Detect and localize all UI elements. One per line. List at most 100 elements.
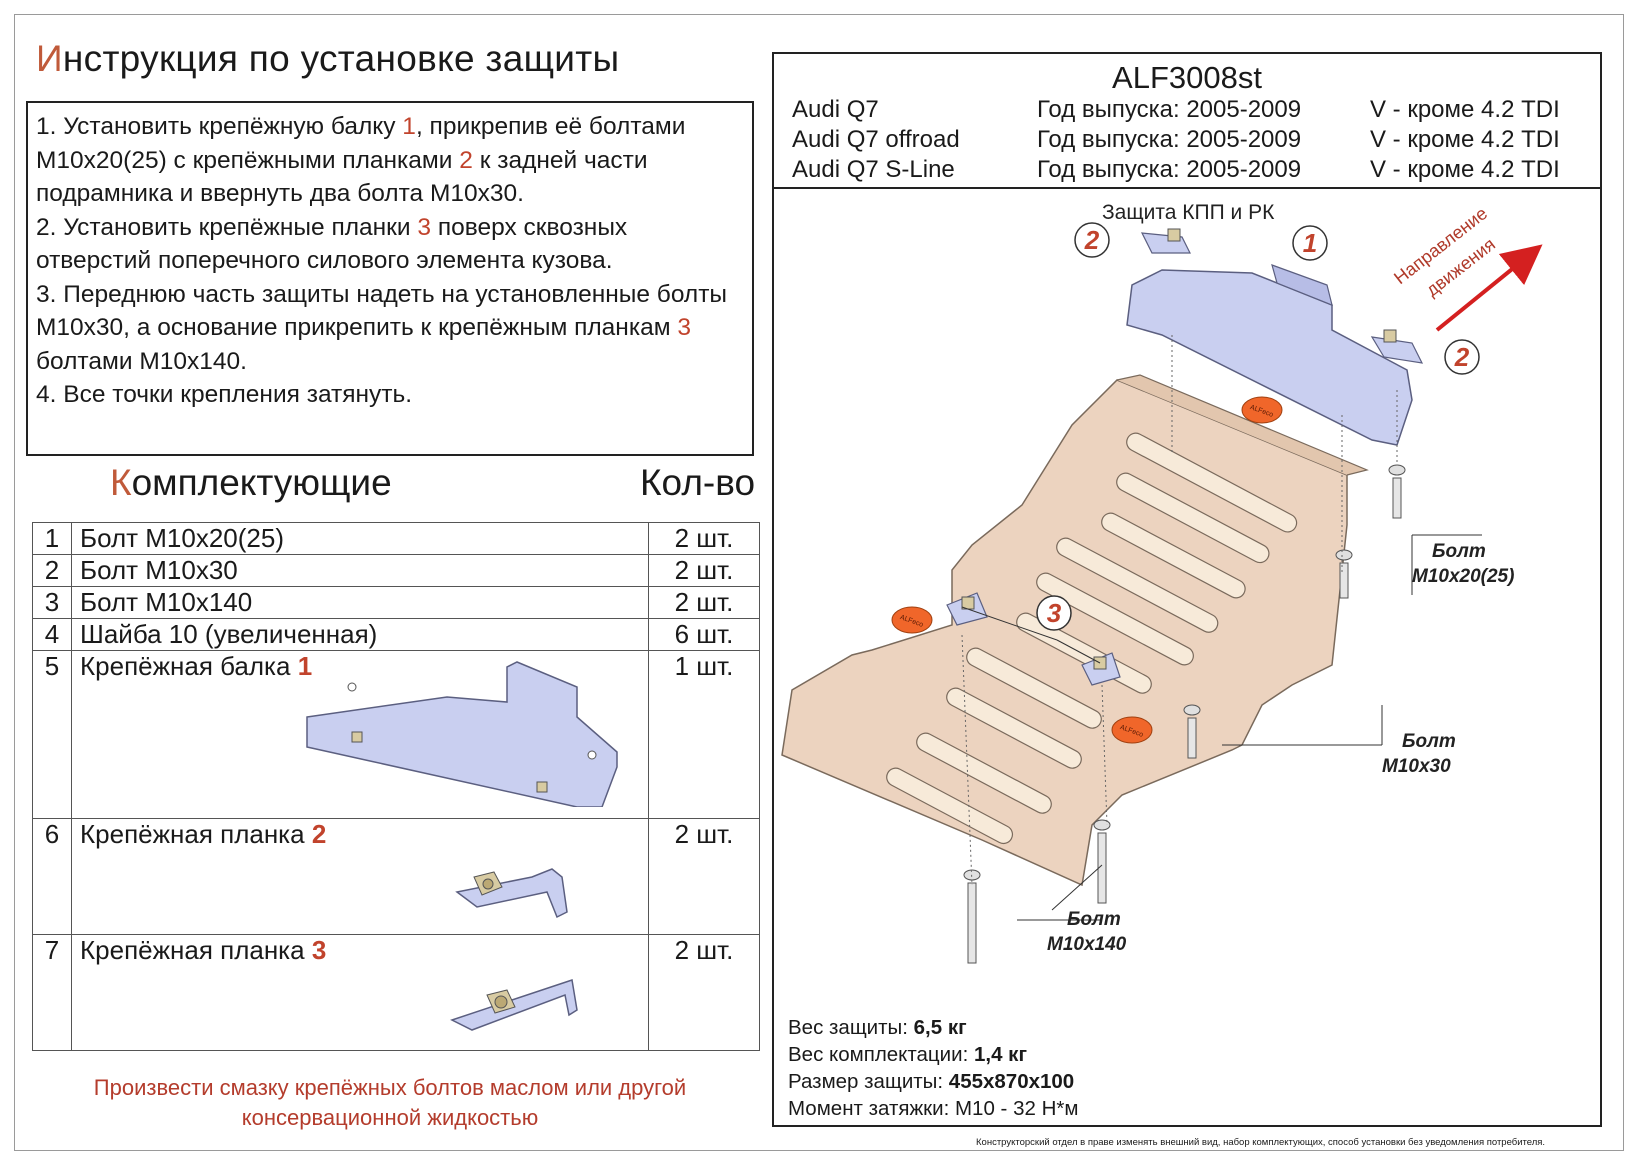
row-name: Крепёжная планка 3 <box>71 934 649 1051</box>
spec-label: Размер защиты: <box>788 1070 949 1093</box>
instruction-text: 4. Все точки крепления затянуть. <box>36 381 413 408</box>
washer <box>1183 704 1201 716</box>
mount-plate-3-b <box>1081 652 1121 686</box>
part-reference: 3 <box>311 935 327 965</box>
vent-slot <box>886 767 1014 845</box>
callout-circle <box>1292 225 1328 261</box>
instruction-text: 3. Переднюю часть защиты надеть на устан… <box>36 280 728 342</box>
mount-plate-2-b-nut <box>1383 329 1397 343</box>
vehicle-row: Audi Q7 S-Line Год выпуска: 2005-2009 V - … <box>792 156 1600 186</box>
washer <box>1093 819 1111 831</box>
kit-title-initial: К <box>110 462 132 503</box>
vent-slot <box>966 647 1102 729</box>
callout-number: 1 <box>1303 228 1317 258</box>
instruction-step: 1. Установить крепёжную балку 1, прикреп… <box>36 110 744 211</box>
instruction-step: 2. Установить крепёжные планки 3 поверх … <box>36 211 744 278</box>
instruction-step: 3. Переднюю часть защиты надеть на устан… <box>36 278 744 379</box>
row-name: Болт М10х20(25) <box>71 522 649 555</box>
part-reference: 1 <box>297 651 313 681</box>
part-name: Крепёжная планка <box>80 935 312 965</box>
page-frame <box>14 14 1624 1151</box>
row-qty: 1 шт. <box>648 650 760 819</box>
qty-header: Кол-во <box>640 462 756 503</box>
page-title-rest: нструкция по установке защиты <box>62 38 620 79</box>
vehicle-engine: V - кроме 4.2 TDI <box>1370 126 1560 153</box>
spec-value: 455х870х100 <box>948 1070 1075 1093</box>
instruction-text: болтами М10х140. <box>36 347 247 375</box>
mount-plate-2-a-nut <box>1167 228 1181 242</box>
plate-3-illustration <box>450 979 578 1031</box>
mount-plate-2-a-body <box>1140 232 1191 254</box>
guide-line <box>961 634 973 886</box>
leader-line <box>1056 639 1101 664</box>
callout-number: 2 <box>1084 225 1100 255</box>
spec-label: Вес комплектации: <box>788 1043 974 1066</box>
page-title: Инструкция по установке защиты <box>36 38 619 80</box>
mount-beam-1 <box>1126 264 1413 446</box>
bolt-label-word: Болт <box>1432 541 1486 562</box>
bolt-label-size: М10х30 <box>1382 756 1451 777</box>
kit-title: Комплектующие <box>110 462 392 504</box>
bolt-shank <box>967 882 977 964</box>
skid-plate <box>781 374 1369 887</box>
plate-2-illustration <box>455 868 568 919</box>
row-number: 7 <box>32 934 72 1051</box>
instructions-box: 1. Установить крепёжную балку 1, прикреп… <box>26 101 754 456</box>
washer <box>1388 464 1406 476</box>
instruction-text: 1. Установить крепёжную балку <box>36 113 403 140</box>
vent-slot <box>1036 572 1194 666</box>
spec-label: Вес защиты: <box>788 1016 914 1039</box>
vehicle-row: Audi Q7 offroad Год выпуска: 2005-2009 V -… <box>792 126 1600 156</box>
direction-arrow <box>1435 244 1543 332</box>
row-qty: 2 шт. <box>648 554 760 587</box>
part-name: Шайба 10 (увеличенная) <box>80 619 378 649</box>
instruction-step: 4. Все точки крепления затянуть. <box>36 378 744 412</box>
row-qty: 2 шт. <box>648 818 760 935</box>
row-number: 2 <box>32 554 72 587</box>
part-reference: 3 <box>677 314 692 341</box>
skid-plate-edge <box>1116 374 1369 476</box>
vent-slot <box>1126 432 1298 533</box>
vehicle-year: Год выпуска: 2005-2009 <box>1037 156 1302 183</box>
lubrication-note: Произвести смазку крепёжных болтов масло… <box>93 1075 687 1130</box>
spec-line: Вес комплектации: 1,4 кг <box>788 1041 1078 1068</box>
spec-value: М10 - 32 Н*м <box>954 1097 1079 1120</box>
vehicle-engine: V - кроме 4.2 TDI <box>1370 156 1560 183</box>
row-qty: 2 шт. <box>648 522 760 555</box>
part-name: Болт М10х20(25) <box>80 523 284 553</box>
callout-number: 3 <box>1047 598 1062 628</box>
logo-badge <box>1111 716 1153 744</box>
vehicle-year: Год выпуска: 2005-2009 <box>1037 126 1302 153</box>
washer <box>1335 549 1353 561</box>
leader-line <box>961 606 1058 641</box>
part-reference: 1 <box>402 113 416 140</box>
bolt-shank <box>1339 562 1349 599</box>
spec-label: Момент затяжки: <box>788 1097 955 1120</box>
part-reference: 2 <box>459 146 473 174</box>
callout-circle <box>1074 222 1110 258</box>
instruction-text: 2. Установить крепёжные планки <box>36 213 418 241</box>
row-number: 4 <box>32 618 72 651</box>
page-title-initial: И <box>36 38 63 79</box>
bolt-label-word: Болт <box>1067 909 1121 930</box>
mount-plate-2-a <box>1140 228 1191 254</box>
row-number: 3 <box>32 586 72 619</box>
spec-line: Вес защиты: 6,5 кг <box>788 1014 1078 1041</box>
vehicle-year: Год выпуска: 2005-2009 <box>1037 96 1302 123</box>
bolt-label-word: Болт <box>1402 731 1456 752</box>
instruction-text: к задней части подрамника и ввернуть два… <box>36 146 648 208</box>
vehicle-model: Audi Q7 S-Line <box>792 156 955 183</box>
leader-line <box>1051 864 1103 911</box>
vehicle-model: Audi Q7 offroad <box>792 126 960 153</box>
vent-slot <box>1116 472 1270 564</box>
logo-badge <box>891 606 933 634</box>
bolt-label-size: М10х20(25) <box>1412 566 1514 587</box>
